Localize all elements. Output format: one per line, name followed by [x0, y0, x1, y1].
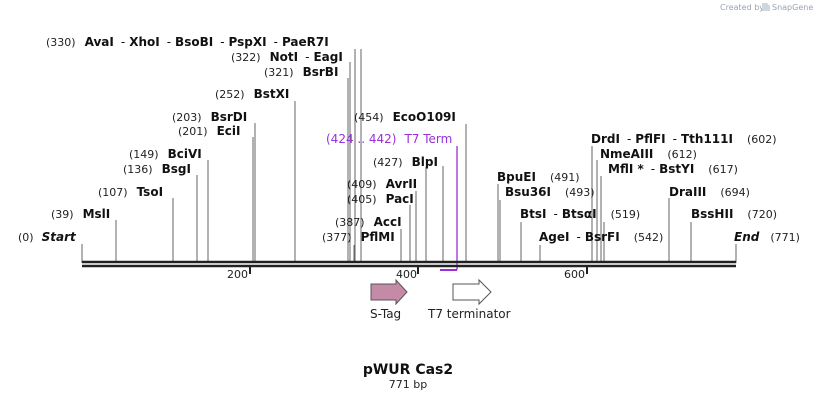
- start-label: (0)Start: [18, 230, 77, 244]
- site-label-427: (427)BlpI: [373, 155, 438, 169]
- site-label-203: (203)BsrDI: [172, 110, 247, 124]
- site-label-321: (321)BsrBI: [264, 65, 338, 79]
- plasmid-name: pWUR Cas2: [363, 362, 453, 378]
- brand-text: SnapGene: [772, 3, 813, 12]
- site-label-491: BpuEI(491): [497, 170, 580, 184]
- site-label-409: (409)AvrII: [347, 177, 417, 191]
- site-label-612: NmeAIII(612): [600, 147, 697, 161]
- site-label-39: (39)MslI: [51, 207, 110, 221]
- site-label-322: (322)NotI-EagI: [231, 50, 343, 64]
- snapgene-logo-icon: [762, 3, 770, 11]
- credit-text: Created by: [720, 3, 764, 12]
- s-tag-arrow[interactable]: [370, 278, 408, 306]
- site-label-149: (149)BciVI: [129, 147, 202, 161]
- site-label-405: (405)PacI: [347, 192, 414, 206]
- site-label-201: (201)EciI: [178, 124, 240, 138]
- site-label-377: (377)PflMI: [322, 230, 395, 244]
- site-label-519: BtsI-BtsαI(519): [520, 207, 640, 221]
- cut-site-lines: [81, 49, 737, 263]
- t7-terminator-label: T7 terminator: [427, 307, 511, 321]
- feature-s-tag[interactable]: S-Tag: [370, 278, 408, 321]
- site-label-542: AgeI-BsrFI(542): [539, 230, 663, 244]
- site-label-330: (330)AvaI-XhoI-BsoBI-PspXI-PaeR7I: [46, 35, 329, 49]
- snapgene-credit: Created by SnapGene: [720, 3, 813, 12]
- site-label-454: (454)EcoO109I: [354, 110, 456, 124]
- t7-terminator-arrow[interactable]: [452, 278, 492, 306]
- feature-t7-terminator[interactable]: T7 terminator: [427, 278, 511, 321]
- site-label-617: MflI *-BstYI(617): [608, 162, 738, 176]
- tick-label-600: 600: [564, 268, 585, 281]
- t7-term-label: (424 .. 442)T7 Term: [326, 132, 452, 146]
- tick-label-200: 200: [227, 268, 248, 281]
- site-label-602: DrdI-PflFI-Tth111I(602): [591, 132, 777, 146]
- site-label-720: BssHII(720): [691, 207, 777, 221]
- plasmid-size: 771 bp: [389, 378, 427, 391]
- site-label-493: Bsu36I(493): [505, 185, 595, 199]
- s-tag-label: S-Tag: [370, 307, 401, 321]
- site-label-252: (252)BstXI: [215, 87, 289, 101]
- site-label-107: (107)TsoI: [98, 185, 163, 199]
- dna-backbone: [82, 260, 736, 274]
- t7-term-marker: [440, 146, 458, 271]
- end-label: End(771): [734, 230, 800, 244]
- site-label-136: (136)BsgI: [123, 162, 191, 176]
- site-label-694: DraIII(694): [669, 185, 750, 199]
- tick-label-400: 400: [396, 268, 417, 281]
- site-label-387: (387)AccI: [335, 215, 402, 229]
